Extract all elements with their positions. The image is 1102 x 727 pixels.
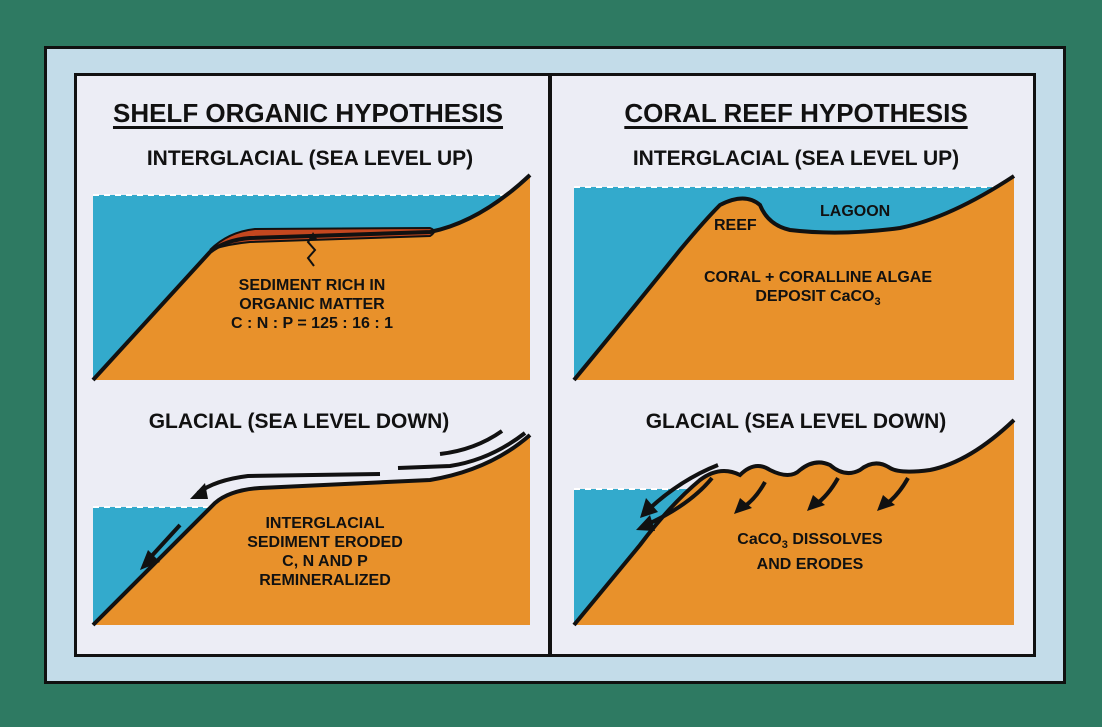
- pointer-arrowhead: [309, 232, 317, 240]
- label-line: INTERGLACIAL: [265, 515, 385, 532]
- erosion-arrow-shaft: [146, 523, 182, 562]
- shelf-eroded-label: INTERGLACIAL SEDIMENT ERODED C, N AND P …: [247, 514, 403, 590]
- reef-label: REEF: [714, 217, 757, 234]
- dissolution-arrowhead: [877, 495, 895, 511]
- dissolution-arrowhead: [807, 495, 825, 511]
- seafloor: [93, 175, 530, 380]
- subscript: 3: [874, 296, 881, 309]
- shelf-interglacial-diagram: [91, 173, 532, 382]
- seafloor: [574, 176, 1014, 380]
- label-line: AND ERODES: [756, 556, 864, 574]
- label-line: REMINERALIZED: [259, 572, 391, 589]
- lagoon-label: LAGOON: [820, 203, 891, 220]
- dissolution-arrowhead: [640, 498, 658, 518]
- shelf-hypothesis-title: SHELF ORGANIC HYPOTHESIS: [112, 98, 504, 128]
- seafloor-exposed: [93, 435, 530, 625]
- coral-interglacial-heading: INTERGLACIAL (SEA LEVEL UP): [632, 147, 960, 170]
- seafloor-exposed: [574, 420, 1014, 625]
- shelf-glacial-heading: GLACIAL (SEA LEVEL DOWN): [148, 410, 450, 433]
- dissolution-arrow-shaft: [645, 476, 714, 527]
- coral-dissolve-label: CaCO3 DISSOLVES AND ERODES: [737, 530, 882, 574]
- dissolution-arrowhead: [636, 515, 655, 531]
- reef-interglacial-diagram: [572, 174, 1016, 382]
- erosion-arrowhead: [190, 483, 208, 499]
- label-text: DISSOLVES: [787, 531, 883, 548]
- reef-profile-line: [572, 174, 1016, 382]
- subscript: 3: [781, 539, 788, 552]
- erosion-arrow-shaft: [439, 429, 504, 456]
- label-line: DEPOSIT CaCO3: [704, 287, 932, 312]
- label-line: SEDIMENT ERODED: [247, 534, 403, 551]
- label-line: CaCO3 DISSOLVES: [737, 530, 882, 555]
- label-text: DEPOSIT CaCO: [755, 288, 875, 305]
- label-line: CORAL + CORALLINE ALGAE: [703, 269, 933, 286]
- label-line: ORGANIC MATTER: [239, 296, 385, 313]
- label-line: C, N AND P: [282, 553, 368, 570]
- erosion-arrow-shaft: [397, 431, 527, 470]
- shelf-glacial-diagram: [91, 429, 532, 627]
- dissolution-arrow-shaft: [646, 463, 719, 512]
- erosion-arrowhead: [140, 550, 160, 570]
- coral-glacial-heading: GLACIAL (SEA LEVEL DOWN): [645, 410, 947, 433]
- coral-deposit-label: CORAL + CORALLINE ALGAE DEPOSIT CaCO3: [704, 268, 932, 312]
- reef-glacial-diagram: [572, 418, 1016, 627]
- dissolution-arrowhead: [734, 498, 752, 514]
- label-text: CaCO: [737, 531, 782, 548]
- shelf-interglacial-heading: INTERGLACIAL (SEA LEVEL UP): [146, 147, 474, 170]
- coral-hypothesis-title: CORAL REEF HYPOTHESIS: [624, 98, 968, 128]
- label-line: C : N : P = 125 : 16 : 1: [231, 315, 393, 332]
- panel-divider: [548, 73, 552, 657]
- label-line: SEDIMENT RICH IN: [238, 277, 386, 294]
- seafloor-profile-line: [91, 173, 532, 382]
- eroded-reef-profile-line: [572, 418, 1016, 627]
- shelf-sediment-label: SEDIMENT RICH IN ORGANIC MATTER C : N : …: [231, 276, 393, 333]
- seafloor-profile-line: [91, 433, 532, 627]
